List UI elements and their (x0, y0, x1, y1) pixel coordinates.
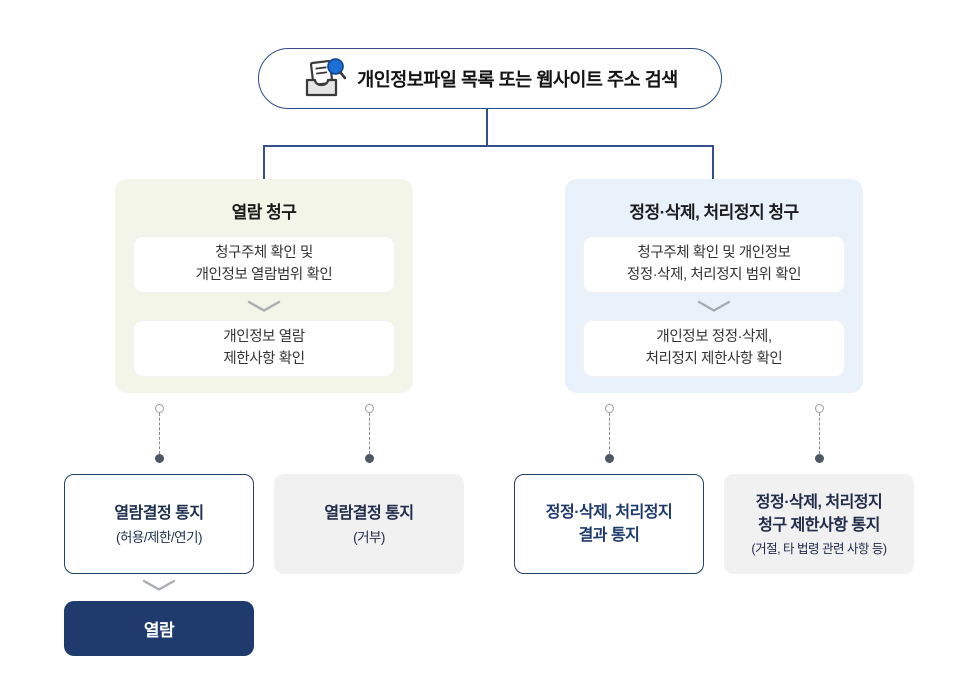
outcome-title-line: 정정·삭제, 처리정지 (545, 503, 673, 521)
step-text: 제한사항 확인 (223, 350, 305, 367)
connector-line-left (263, 145, 265, 179)
final-access-button: 열람 (64, 601, 254, 656)
connector-circle-open (365, 404, 374, 413)
outcome-title: 열람결정 통지 (324, 504, 414, 522)
step-text: 개인정보 열람범위 확인 (195, 266, 333, 283)
search-pill: 개인정보파일 목록 또는 웹사이트 주소 검색 (258, 48, 722, 109)
outcome-title: 정정·삭제, 처리정지 청구 제한사항 통지 (755, 491, 883, 537)
branch-title-correction: 정정·삭제, 처리정지 청구 (629, 203, 799, 222)
outcome-title-line: 결과 통지 (578, 527, 640, 544)
connector-dashed-line (819, 413, 820, 454)
outcome-title-line: 정정·삭제, 처리정지 (755, 494, 883, 512)
document-search-icon (302, 57, 347, 100)
connector-circle-open (815, 404, 824, 413)
outcome-title: 열람결정 통지 (114, 504, 204, 522)
connector-circle-filled (365, 454, 374, 463)
chevron-down-icon (142, 579, 176, 597)
search-pill-label: 개인정보파일 목록 또는 웹사이트 주소 검색 (357, 68, 678, 90)
step-box-correction-1: 청구주체 확인 및 개인정보 정정·삭제, 처리정지 범위 확인 (583, 236, 845, 293)
step-box-access-1: 청구주체 확인 및 개인정보 열람범위 확인 (133, 236, 395, 293)
step-text: 정정·삭제, 처리정지 범위 확인 (626, 266, 802, 283)
outcome-subtitle: (허용/제한/연기) (115, 529, 203, 545)
outcome-title: 정정·삭제, 처리정지 결과 통지 (545, 501, 673, 547)
outcome-box-correction-result: 정정·삭제, 처리정지 결과 통지 (514, 474, 704, 574)
step-box-correction-2: 개인정보 정정·삭제, 처리정지 제한사항 확인 (583, 320, 845, 377)
step-text: 청구주체 확인 및 개인정보 (637, 244, 791, 261)
branch-title-access: 열람 청구 (231, 203, 297, 222)
connector-circle-filled (155, 454, 164, 463)
branch-panel-correction: 정정·삭제, 처리정지 청구 청구주체 확인 및 개인정보 정정·삭제, 처리정… (565, 179, 863, 393)
connector-dashed-line (369, 413, 370, 454)
branch-panel-access: 열람 청구 청구주체 확인 및 개인정보 열람범위 확인 개인정보 열람 제한사… (115, 179, 413, 393)
connector-line-top (486, 109, 488, 145)
connector-dashed-line (609, 413, 610, 454)
connector-line-right (712, 145, 714, 179)
dashed-connector (154, 404, 165, 463)
step-text: 개인정보 열람 (223, 328, 305, 345)
connector-dashed-line (159, 413, 160, 454)
step-box-access-2: 개인정보 열람 제한사항 확인 (133, 320, 395, 377)
dashed-connector (364, 404, 375, 463)
step-text: 개인정보 정정·삭제, (656, 328, 772, 345)
connector-circle-open (155, 404, 164, 413)
connector-line-horizontal (263, 145, 713, 147)
outcome-title-line: 청구 제한사항 통지 (758, 517, 880, 535)
connector-circle-filled (815, 454, 824, 463)
outcome-subtitle: (거부) (353, 529, 385, 545)
connector-circle-open (605, 404, 614, 413)
outcome-box-correction-restrict: 정정·삭제, 처리정지 청구 제한사항 통지 (거절, 타 법령 관련 사항 등… (724, 474, 914, 574)
chevron-down-icon (565, 293, 863, 320)
outcome-box-access-allow: 열람결정 통지 (허용/제한/연기) (64, 474, 254, 574)
step-text: 처리정지 제한사항 확인 (645, 350, 783, 367)
chevron-down-icon (115, 293, 413, 320)
outcome-box-access-deny: 열람결정 통지 (거부) (274, 474, 464, 574)
outcome-subtitle: (거절, 타 법령 관련 사항 등) (751, 541, 887, 556)
dashed-connector (604, 404, 615, 463)
step-text: 청구주체 확인 및 (215, 244, 313, 261)
dashed-connector (814, 404, 825, 463)
connector-circle-filled (605, 454, 614, 463)
